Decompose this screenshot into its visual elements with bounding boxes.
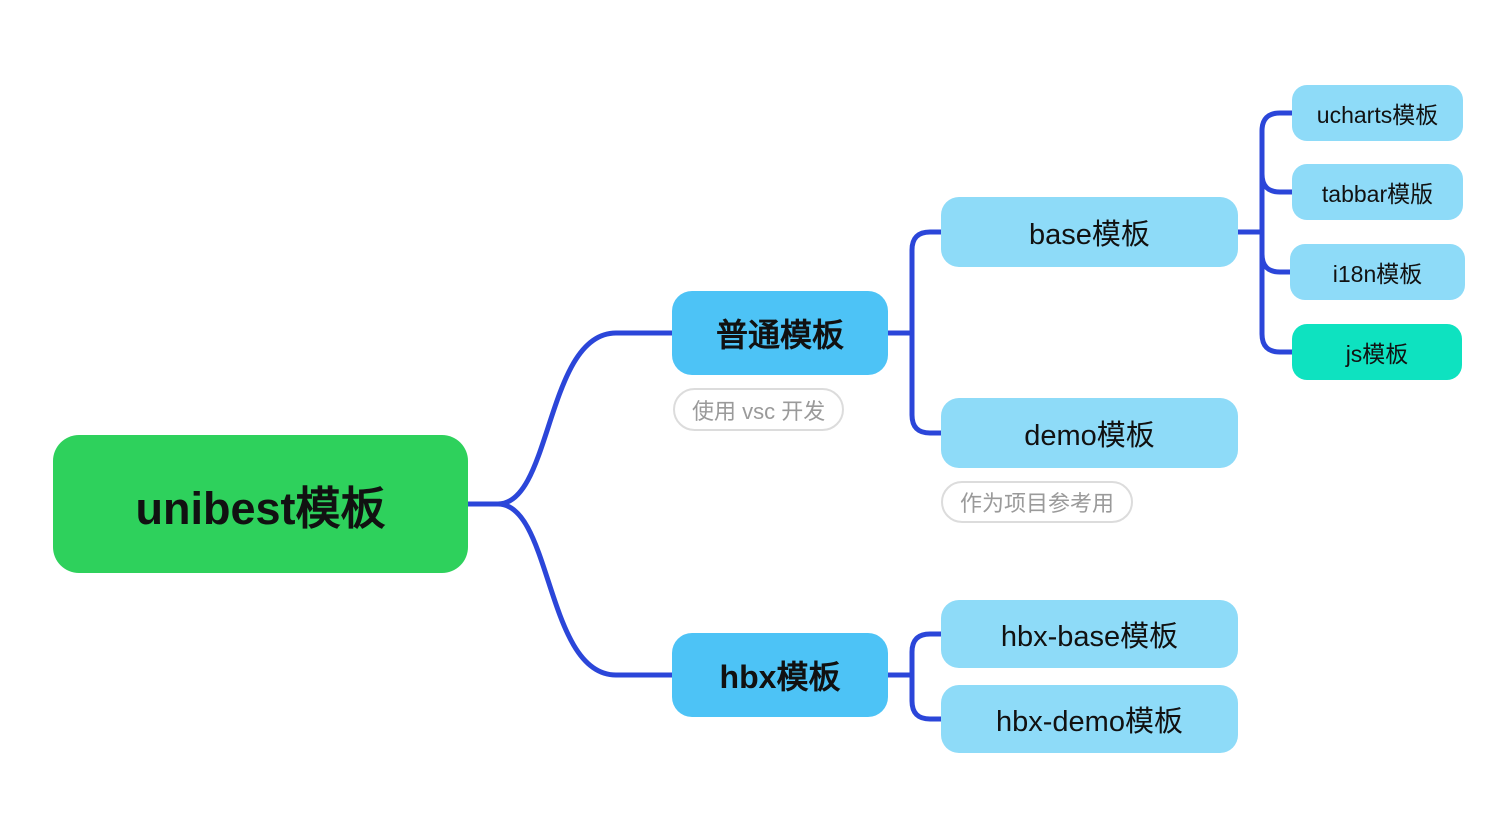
edge-base-to-tabbar: [1259, 171, 1295, 195]
note-normal-template[interactable]: 使用 vsc 开发: [673, 388, 845, 431]
node-hbx-demo-template[interactable]: hbx-demo模板: [941, 685, 1238, 753]
edge-root-to-normal: [465, 330, 675, 507]
edge-normal-children-trunk: [909, 229, 944, 436]
edge-hbx-children-trunk: [909, 631, 944, 722]
edge-base-children-trunk: [1259, 110, 1295, 355]
node-ucharts-template[interactable]: ucharts模板: [1292, 85, 1463, 141]
node-i18n-template[interactable]: i18n模板: [1290, 244, 1465, 300]
edge-base-to-i18n: [1259, 251, 1295, 275]
node-tabbar-template[interactable]: tabbar模版: [1292, 164, 1463, 220]
node-branch-normal-template[interactable]: 普通模板: [672, 291, 888, 375]
edge-root-to-hbx: [465, 501, 675, 678]
node-base-template[interactable]: base模板: [941, 197, 1238, 267]
note-demo-template[interactable]: 作为项目参考用: [941, 481, 1134, 523]
node-js-template[interactable]: js模板: [1292, 324, 1462, 380]
node-hbx-base-template[interactable]: hbx-base模板: [941, 600, 1238, 668]
node-branch-hbx-template[interactable]: hbx模板: [672, 633, 888, 717]
node-demo-template[interactable]: demo模板: [941, 398, 1238, 468]
node-root-unibest[interactable]: unibest模板: [53, 435, 468, 573]
